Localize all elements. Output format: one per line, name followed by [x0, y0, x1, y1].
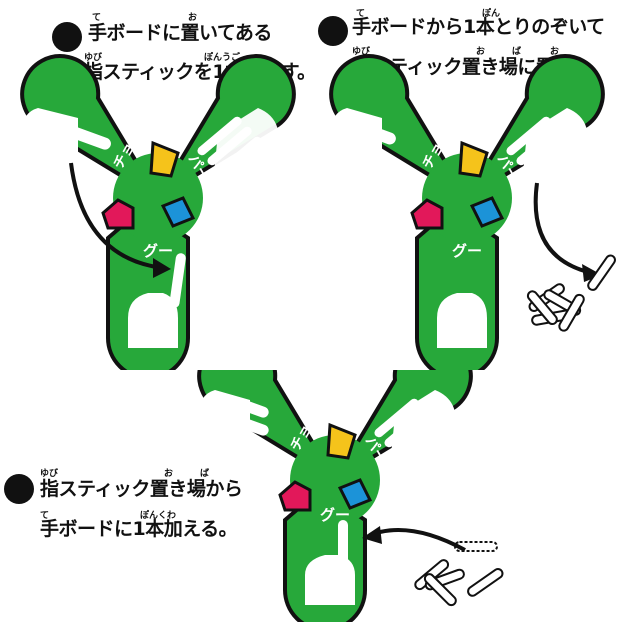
step-3: ゆび お ば 指スティック置き場から て ぽんくわ 手ボードに1本加える。: [0, 370, 617, 622]
hand-board: チョキ パー グー: [0, 370, 617, 622]
step-1: て お 手ボードに置いてある ゆび ぽんうご 指スティックを1本動かす。: [0, 0, 310, 370]
hand-board: チョキ パー グー: [310, 0, 617, 370]
yellow-slot: [151, 143, 178, 176]
board-label-gu: グー: [143, 242, 173, 260]
magenta-slot: [103, 200, 133, 228]
step-2: て ぽん 手ボードから1本とりのぞいて ゆび お ば お 指スティック置き場に置…: [310, 0, 617, 370]
board-label-gu: グー: [320, 506, 350, 524]
finger-stick-icon: [413, 542, 504, 607]
arrow-icon: [536, 183, 592, 273]
arrow-icon: [370, 530, 465, 550]
hand-board: チョキ パー グー: [0, 0, 310, 370]
board-label-gu: グー: [452, 242, 482, 260]
